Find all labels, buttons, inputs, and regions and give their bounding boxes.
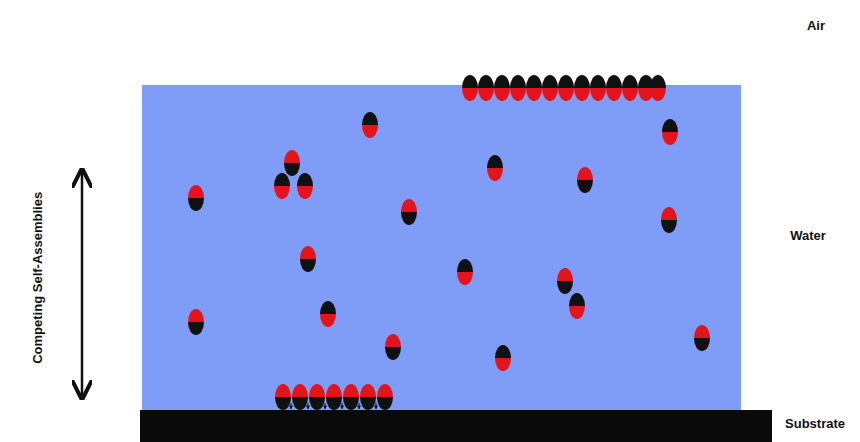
- anchor-arrows: [291, 403, 376, 409]
- region-label: Water: [790, 228, 826, 244]
- double-arrow: [81, 172, 84, 396]
- water-region: [142, 85, 741, 411]
- substrate-monolayer: [275, 384, 393, 410]
- air-monolayer: [462, 75, 666, 101]
- free-molecules: [188, 112, 710, 371]
- region-label: Substrate: [785, 416, 845, 432]
- substrate-bar: [140, 410, 772, 442]
- region-label: Air: [807, 18, 825, 34]
- axis-label: Competing Self-Assemblies: [30, 192, 46, 364]
